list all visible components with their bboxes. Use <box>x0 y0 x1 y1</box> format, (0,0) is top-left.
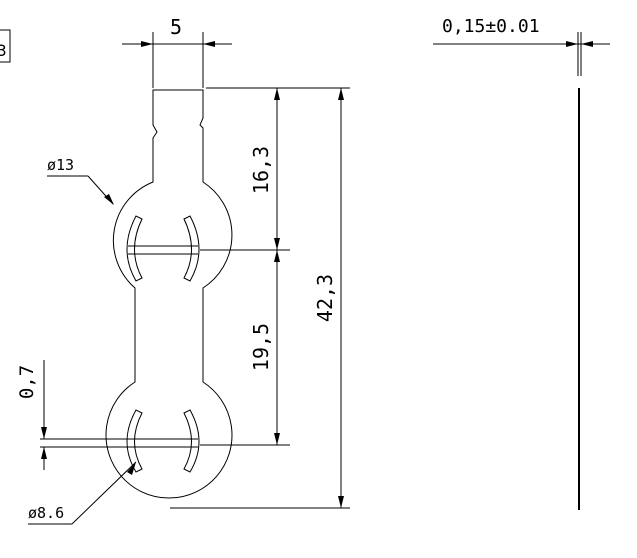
thickness-label: 0,15±0.01 <box>442 16 540 37</box>
large-diameter-callout: ø13 <box>47 156 114 205</box>
slot-gap-label: 0,7 <box>16 365 38 399</box>
upper-height-dimension: 16,3 <box>249 88 280 250</box>
lower-left-slot <box>126 409 143 473</box>
upper-height-label: 16,3 <box>249 146 273 194</box>
total-height-dimension: 42,3 <box>313 88 344 508</box>
large-diameter-label: ø13 <box>47 156 74 174</box>
width-dimension: 5 <box>122 15 232 88</box>
corner-box-label: 3 <box>0 41 7 60</box>
lower-height-dimension: 19,5 <box>249 250 280 445</box>
upper-right-slot <box>183 215 200 282</box>
width-dimension-label: 5 <box>170 15 182 39</box>
part-outline-path <box>105 89 233 499</box>
small-diameter-label: ø8.6 <box>28 504 64 522</box>
lower-height-label: 19,5 <box>249 323 273 371</box>
side-view: 0,15±0.01 <box>433 16 610 510</box>
small-diameter-callout: ø8.6 <box>28 461 137 525</box>
total-height-label: 42,3 <box>313 274 337 322</box>
upper-left-slot <box>126 215 143 282</box>
part-outline <box>40 89 233 499</box>
slot-gap-dimension: 0,7 <box>16 360 47 470</box>
corner-box: 3 <box>0 29 11 63</box>
lower-right-slot <box>183 409 200 473</box>
